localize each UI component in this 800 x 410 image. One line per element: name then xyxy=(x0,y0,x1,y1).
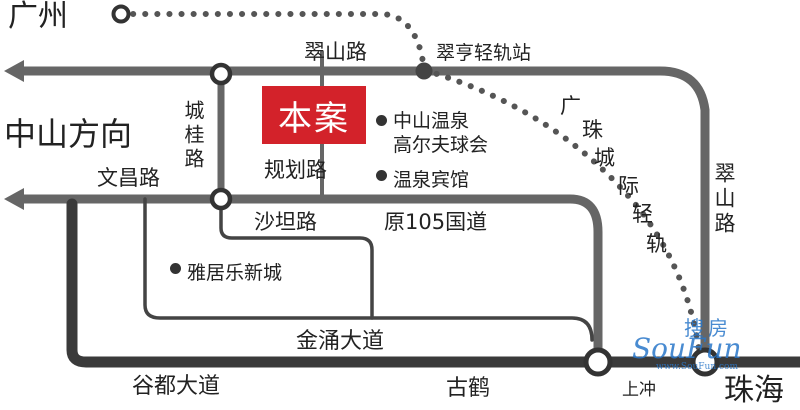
poi-yajule-label: 雅居乐新城 xyxy=(187,262,283,284)
railway-label-char: 轻 xyxy=(632,202,653,226)
label-road-chenggui: 城桂路 xyxy=(181,100,205,172)
arrow-west-wenchang xyxy=(4,188,24,210)
railway-label-char: 城 xyxy=(594,146,615,170)
label-zhuhai: 珠海 xyxy=(724,373,784,408)
label-road-shatan: 沙坦路 xyxy=(254,210,317,234)
poi-dot xyxy=(170,263,181,274)
label-guangzhou: 广州 xyxy=(8,0,68,34)
label-road-yuan105: 原105国道 xyxy=(384,210,488,234)
poi-hotspring-hotel: 温泉宾馆 xyxy=(376,165,469,192)
node-chenggui-cuishan xyxy=(209,62,233,86)
label-guhe: 古鹤 xyxy=(446,376,491,401)
label-railway-guangzhu: 广珠城际轻轨 xyxy=(560,96,690,266)
node-cuiheng-station xyxy=(415,62,433,80)
label-road-cuishan-right: 翠山路 xyxy=(712,162,736,237)
road-yuan105 xyxy=(15,194,603,361)
label-road-guihua: 规划路 xyxy=(264,158,327,182)
node-shangchong xyxy=(690,347,720,377)
arrow-west-cuishan xyxy=(4,60,24,82)
railway-label-char: 轨 xyxy=(646,232,667,256)
project-marker: 本案 xyxy=(262,86,366,144)
road-cuishan-top xyxy=(15,66,710,365)
poi-hotspring-golf-line2: 高尔夫球会 xyxy=(393,133,489,156)
poi-hotspring-golf-line1: 中山温泉 xyxy=(393,110,470,132)
poi-hotspring-golf: 中山温泉 高尔夫球会 xyxy=(376,110,488,158)
railway-guangzhu xyxy=(118,11,703,361)
label-shangchong: 上冲 xyxy=(622,380,656,400)
road-inner-loop xyxy=(143,197,594,342)
railway-label-char: 珠 xyxy=(582,118,603,142)
railway-label-char: 际 xyxy=(618,174,639,198)
poi-hotspring-hotel-label: 温泉宾馆 xyxy=(393,169,470,191)
watermark-cn: 搜房 xyxy=(684,316,732,340)
node-chenggui-wenchang xyxy=(209,187,233,211)
label-road-gudu: 谷都大道 xyxy=(132,374,221,399)
road-shatan xyxy=(219,197,374,320)
label-road-wenchang: 文昌路 xyxy=(97,166,160,190)
node-guangzhou xyxy=(111,4,131,24)
soufun-watermark: 搜房 SouFun www.SouFun.com xyxy=(632,312,742,372)
label-cuiheng-station: 翠亨轻轨站 xyxy=(436,42,532,64)
node-guhe xyxy=(583,347,613,377)
poi-yajule: 雅居乐新城 xyxy=(170,258,282,285)
poi-dot xyxy=(376,115,387,126)
label-zhongshan-direction: 中山方向 xyxy=(4,115,133,153)
poi-dot xyxy=(376,170,387,181)
road-gudu xyxy=(66,198,800,368)
railway-label-char: 广 xyxy=(560,94,581,118)
label-road-cuishan-top: 翠山路 xyxy=(304,40,367,64)
watermark-url: www.SouFun.com xyxy=(656,362,738,372)
label-road-jinyong: 金涌大道 xyxy=(296,329,385,354)
watermark-en: SouFun xyxy=(632,332,742,365)
